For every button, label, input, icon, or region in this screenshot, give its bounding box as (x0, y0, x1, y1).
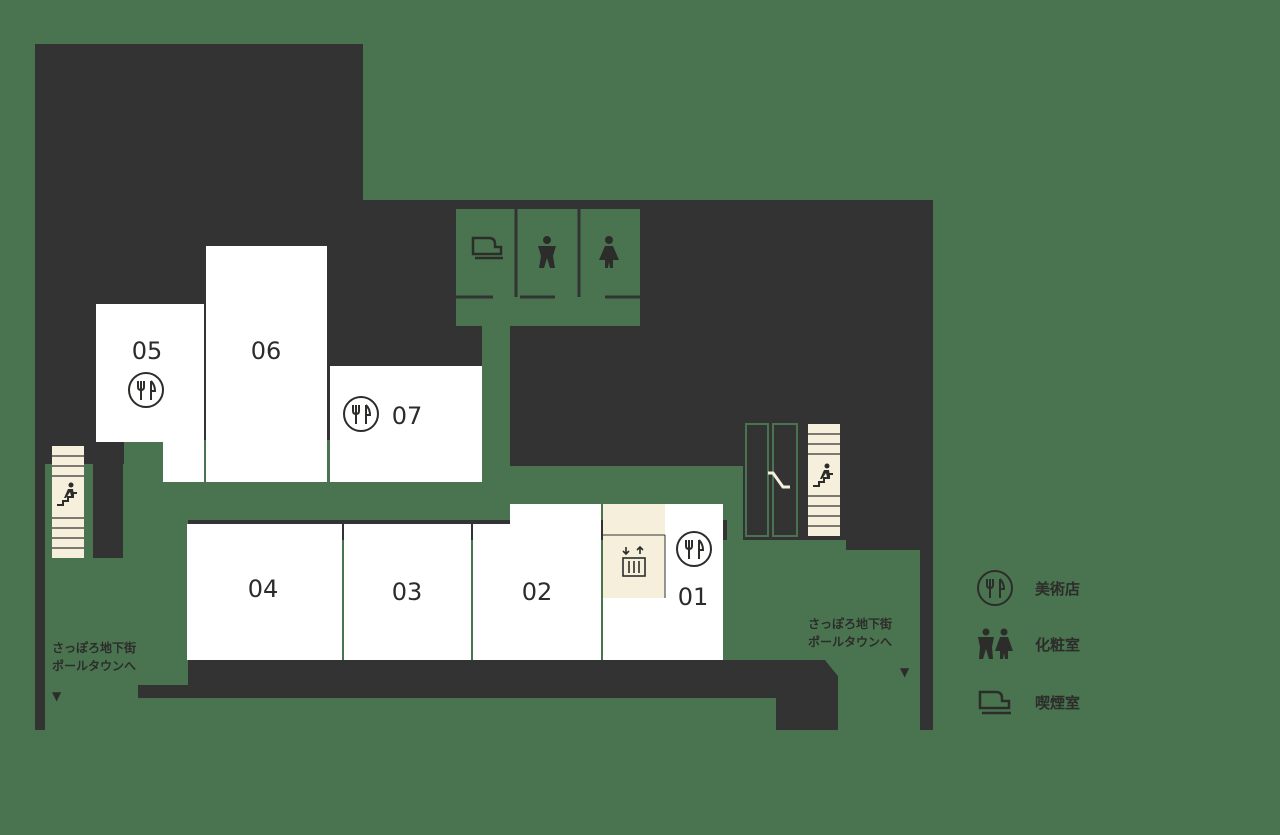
shop-units (96, 246, 723, 660)
left-exit-arrow: ▼ (52, 689, 62, 703)
left-exit-line1[interactable]: さっぽろ地下街 (52, 640, 136, 655)
shop-05-label: 05 (132, 337, 163, 365)
restaurant-icon (343, 396, 379, 432)
mens-restroom-icon (538, 236, 556, 268)
legend-restaurant: 美術店 (975, 570, 1080, 606)
shop-06-label: 06 (251, 337, 282, 365)
legend-smoking-label: 喫煙室 (1035, 693, 1081, 712)
escalator-icon (768, 471, 790, 489)
shop-03[interactable] (344, 524, 471, 660)
legend-restroom: 化粧室 (975, 626, 1080, 662)
shop-01-label: 01 (678, 583, 709, 611)
shop-04[interactable] (187, 524, 342, 660)
restaurant-icon (676, 531, 712, 567)
shop-02-label: 02 (522, 578, 553, 606)
shop-04-label: 04 (248, 575, 279, 603)
left-exit-line2[interactable]: ポールタウンへ (52, 658, 136, 673)
stairs-icon (57, 482, 77, 506)
restaurant-icon (975, 570, 1015, 606)
legend-smoking: 喫煙室 (975, 684, 1080, 720)
legend-restroom-label: 化粧室 (1035, 635, 1081, 654)
right-exit-arrow: ▼ (900, 665, 910, 679)
right-exit-line1[interactable]: さっぽろ地下街 (808, 616, 892, 631)
shop-03-label: 03 (392, 578, 423, 606)
elevator-area (603, 504, 665, 598)
stairs-icon (813, 463, 833, 487)
smoking-room-icon (471, 236, 503, 260)
facility-rooms (456, 209, 640, 299)
smoking-icon (975, 684, 1015, 720)
womens-restroom-icon (599, 236, 619, 268)
shop-02[interactable] (473, 504, 601, 660)
shop-06[interactable] (206, 246, 327, 482)
legend-restaurant-label: 美術店 (1035, 579, 1081, 598)
restroom-icon (975, 626, 1015, 662)
shop-07-label: 07 (392, 402, 423, 430)
restaurant-icon (128, 372, 164, 408)
right-exit-line2[interactable]: ポールタウンへ (808, 634, 892, 649)
escalator (745, 423, 798, 537)
elevator-icon (622, 545, 646, 577)
